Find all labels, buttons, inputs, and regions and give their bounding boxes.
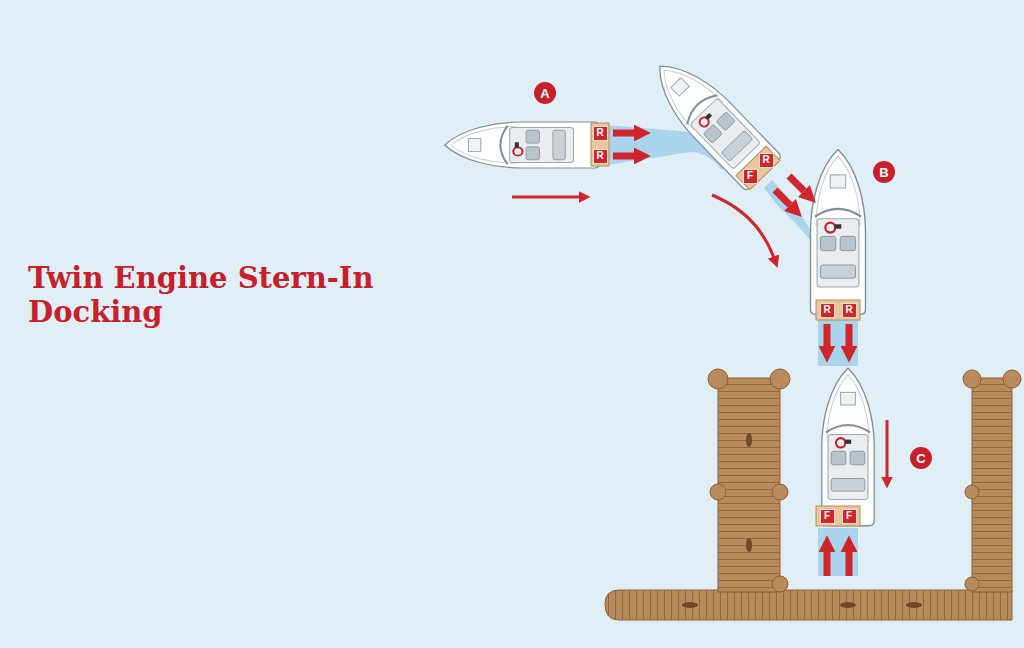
thrust-arrow — [613, 133, 849, 576]
throttle-box: R — [820, 303, 835, 318]
throttle-letter: R — [596, 128, 603, 138]
boat-turning — [642, 49, 782, 192]
throttle-box: R — [842, 303, 857, 318]
callout-letter: A — [540, 87, 549, 100]
callout-letter: B — [879, 166, 888, 179]
throttle-box: R — [593, 149, 608, 164]
throttle-letter: F — [846, 511, 852, 521]
throttle-letter: R — [762, 155, 769, 165]
throttle-letter: R — [845, 305, 852, 315]
callout-circle: B — [873, 161, 895, 183]
throttle-plate — [591, 123, 860, 526]
throttle-letter: R — [823, 305, 830, 315]
boat-b — [811, 150, 866, 315]
throttle-box: F — [842, 509, 857, 524]
boat-a — [445, 122, 600, 168]
throttle-box: F — [743, 169, 758, 184]
throttle-box: F — [820, 509, 835, 524]
diagram-title: Twin Engine Stern-In Docking — [28, 262, 448, 330]
throttle-box: R — [759, 153, 774, 168]
throttle-box: R — [593, 126, 608, 141]
throttle-letter: R — [596, 151, 603, 161]
callout-circle: C — [910, 447, 932, 469]
boat-c — [822, 368, 875, 526]
throttle-letter: F — [747, 171, 753, 181]
motion-arrow — [512, 195, 887, 478]
throttle-letter: F — [824, 511, 830, 521]
callout-letter: C — [916, 452, 925, 465]
dock — [605, 369, 1021, 620]
callout-circle: A — [534, 82, 556, 104]
